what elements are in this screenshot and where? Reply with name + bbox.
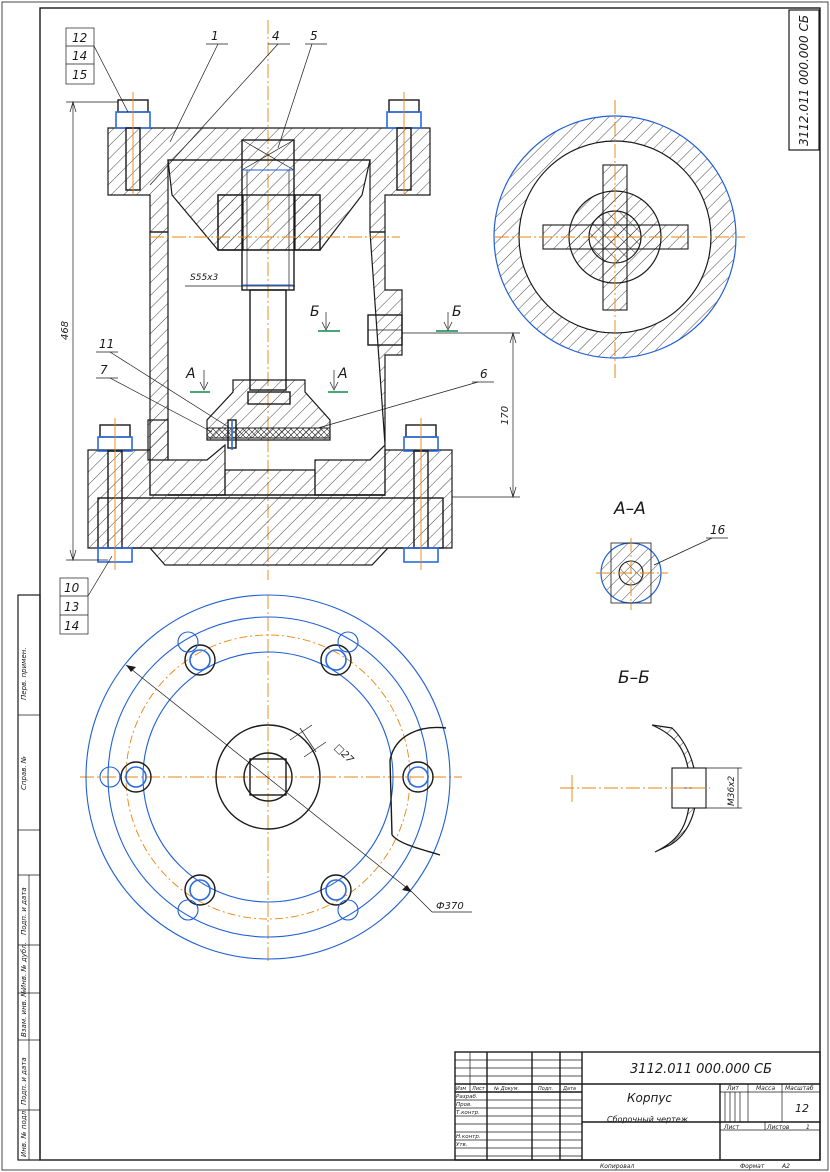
side-label-repl-inv: Взам. инв. №	[20, 989, 28, 1037]
side-label-ref-no: Справ. №	[20, 756, 28, 790]
side-label-first-use: Перв. примен.	[20, 647, 28, 700]
callout-11: 11	[96, 337, 231, 429]
diameter-370-text: Ф370	[436, 901, 464, 912]
callout-15: 15	[72, 68, 87, 82]
role-razrab: Разраб.	[456, 1094, 478, 1100]
section-bb-view: Б–Б M36x2	[560, 668, 742, 853]
square-27-text: □27	[332, 742, 356, 766]
thread-s55x3-text: S55x3	[190, 273, 218, 283]
callout-5: 5	[277, 29, 327, 149]
title-header-scale: Масштаб	[785, 1085, 814, 1092]
section-mark-a-right: А	[337, 366, 348, 382]
title-sheets-count: 1	[806, 1124, 810, 1131]
title-document-type: Сборочный чертеж	[607, 1115, 689, 1124]
dimension-170-text: 170	[500, 406, 511, 425]
plan-view: □27 Ф370	[80, 594, 472, 962]
bottom-right-bolt	[403, 418, 439, 570]
title-sheets-label: Листов	[766, 1124, 790, 1131]
rev-header-date: Дата	[562, 1086, 576, 1092]
footer-format: Формат	[740, 1163, 765, 1170]
title-name: Корпус	[627, 1091, 672, 1105]
callout-7: 7	[96, 363, 213, 433]
designation-stamp: 3112.011 000.000 СБ	[788, 9, 820, 151]
side-label-sign-date-2: Подп. и дата	[20, 1057, 28, 1105]
footer-copied: Копировал	[600, 1163, 634, 1170]
callout-6: 6	[317, 367, 494, 429]
svg-text:7: 7	[100, 363, 108, 377]
rev-header-list: Лист	[471, 1086, 486, 1092]
svg-text:1: 1	[211, 29, 219, 43]
callout-16: 16	[710, 523, 726, 537]
rev-header-izm: Изм	[456, 1086, 466, 1092]
role-nkontr: Н.контр.	[456, 1134, 481, 1140]
footer-format-value: А2	[781, 1163, 790, 1170]
callout-stack-top: 12 14 15	[65, 27, 129, 113]
callout-4: 4	[149, 29, 290, 186]
callout-10: 10	[64, 581, 80, 595]
role-utv: Утв.	[456, 1142, 468, 1148]
cross-section-view	[493, 100, 745, 380]
section-mark-a-left: А	[185, 366, 196, 382]
dimension-thread-main: S55x3	[185, 273, 295, 287]
svg-text:6: 6	[480, 367, 488, 381]
dimension-468-text: 468	[60, 321, 71, 340]
rev-header-sign: Подп.	[538, 1086, 553, 1092]
role-tkontr: Т.контр.	[456, 1110, 480, 1116]
bottom-left-bolt	[97, 418, 133, 570]
designation-stamp-text: 3112.011 000.000 СБ	[797, 15, 811, 146]
role-prov: Пров.	[456, 1102, 472, 1108]
callout-12: 12	[72, 31, 87, 45]
top-left-bolt	[115, 92, 151, 195]
svg-text:11: 11	[99, 337, 114, 351]
top-right-bolt	[386, 92, 422, 195]
front-section-view: А А Б Б	[87, 20, 462, 580]
callout-stack-bottom: 10 13 14	[59, 555, 113, 635]
side-label-sign-date-1: Подп. и дата	[20, 887, 28, 935]
dimension-section-height: 170	[402, 331, 520, 499]
callout-1: 1	[169, 29, 228, 143]
sheet-inner-frame	[39, 7, 821, 1161]
title-sheet-label: Лист	[723, 1124, 740, 1131]
callout-14-top: 14	[72, 49, 87, 63]
title-scale-value: 12	[795, 1102, 809, 1115]
section-aa-title: А–А	[613, 499, 646, 519]
section-bb-title: Б–Б	[618, 668, 650, 688]
title-header-mass: Масса	[756, 1085, 775, 1092]
svg-text:4: 4	[272, 29, 280, 43]
callout-14-bottom: 14	[64, 619, 79, 633]
section-aa-view: А–А 16	[596, 499, 728, 610]
side-strip: Перв. примен. Справ. № Подп. и дата Инв.…	[17, 594, 41, 1161]
plan-bolt-group	[99, 631, 434, 921]
title-block: Изм Лист № Докум. Подп. Дата Разраб. Про…	[454, 1051, 821, 1161]
section-mark-b-right: Б	[452, 304, 462, 320]
rev-header-doc: № Докум.	[493, 1086, 519, 1092]
dimension-overall-height: 468	[60, 100, 118, 562]
callout-13: 13	[64, 600, 79, 614]
thread-m36x2-text: M36x2	[727, 775, 737, 806]
side-label-dup-inv: Инв. № дубл.	[20, 942, 28, 990]
section-mark-b-left: Б	[310, 304, 320, 320]
title-header-lit: Лит	[726, 1085, 739, 1092]
title-designation: 3112.011 000.000 СБ	[630, 1062, 772, 1077]
side-label-orig-inv: Инв. № подл.	[20, 1109, 28, 1157]
svg-text:5: 5	[310, 29, 318, 43]
